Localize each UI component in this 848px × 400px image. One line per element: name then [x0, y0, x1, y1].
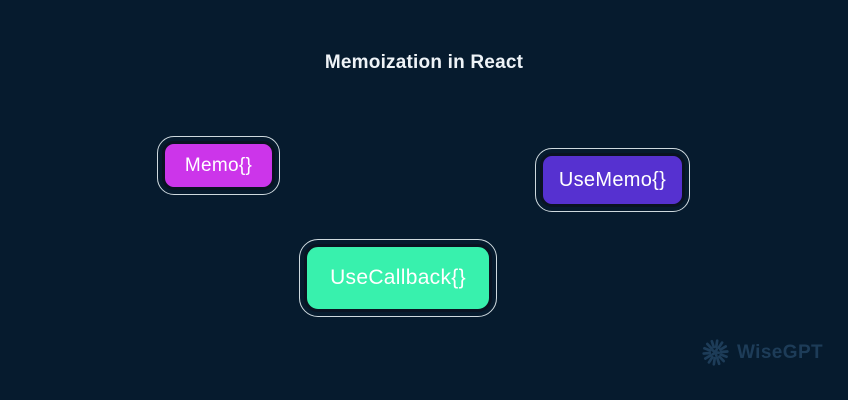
- node-usecallback-label: UseCallback{}: [304, 244, 492, 312]
- brand-watermark: WiseGPT: [699, 336, 823, 369]
- node-usememo-label: UseMemo{}: [540, 153, 685, 207]
- brand-name: WiseGPT: [737, 341, 824, 363]
- diagram-title: Memoization in React: [324, 52, 524, 73]
- node-memo-label: Memo{}: [162, 141, 275, 190]
- node-usecallback: UseCallback{}: [299, 239, 497, 317]
- shutter-spiral-icon: [702, 339, 729, 366]
- node-usememo: UseMemo{}: [535, 148, 690, 212]
- node-memo: Memo{}: [157, 136, 280, 195]
